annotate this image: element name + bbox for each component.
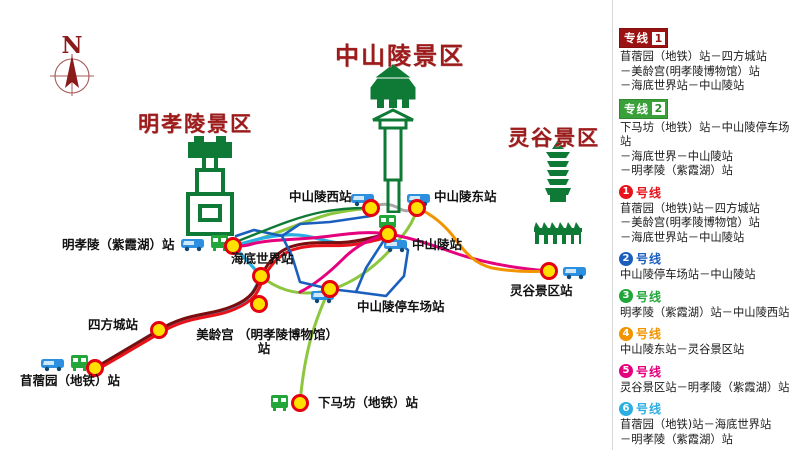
station-label-muxuyuan: 苜蓿园（地铁）站: [20, 373, 121, 388]
line-4-description: 中山陵东站－灵谷景区站: [620, 343, 745, 356]
legend-panel: 专线 1 苜蓿园（地铁）站－四方城站 －美龄宫(明孝陵博物馆）站 －海底世界站－…: [612, 0, 800, 450]
special-line-1-number: 1: [652, 31, 665, 45]
route-line-1: [93, 235, 391, 373]
legend-line-1[interactable]: 1 号线 苜蓿园（地铁)站－四方城站 －美龄宫(明孝陵博物馆）站 －海底世界站－…: [619, 184, 796, 246]
line-1-number: 1: [619, 185, 633, 199]
line-3-label: 号线: [636, 289, 663, 304]
station-label-mingxiaoling-zixiahu: 明孝陵（紫霞湖）站: [62, 237, 175, 252]
line-6-description: 苜蓿园（地铁)站－海底世界站 －明孝陵（紫霞湖）站: [620, 418, 772, 446]
route-line-green-top: [231, 206, 373, 245]
line-4-number: 4: [619, 326, 633, 341]
route-line-3b: [259, 206, 419, 295]
special-line-1-label: 专线: [624, 31, 649, 45]
route-line-2d: [234, 228, 284, 238]
line-2-number: 2: [619, 251, 633, 266]
legend-line-4[interactable]: 4 号线 中山陵东站－灵谷景区站: [619, 325, 796, 358]
station-label-zhongshanling-xi: 中山陵西站: [289, 189, 352, 204]
line-1-description: 苜蓿园（地铁)站－四方城站 －美龄宫(明孝陵博物馆）站 －海底世界站－中山陵站: [620, 201, 760, 244]
special-line-2-description: 下马坊（地铁）站－中山陵停车场站 －海底世界－中山陵站 －明孝陵（紫霞湖）站: [620, 120, 790, 178]
station-label-sifangcheng: 四方城站: [88, 317, 139, 332]
line-5-number: 5: [619, 364, 633, 378]
station-label-zhongshanling: 中山陵站: [412, 237, 463, 252]
map-canvas[interactable]: N: [0, 0, 610, 450]
station-label-linggu: 灵谷景区站: [510, 283, 573, 298]
line-2-label: 号线: [636, 252, 663, 266]
station-label-zhongshanling-parking: 中山陵停车场站: [357, 299, 445, 314]
route-line-2: [328, 232, 390, 294]
route-special-line-1: [93, 232, 390, 370]
special-line-2-label: 专线: [624, 101, 649, 116]
special-line-2-badge: 专线 2: [619, 98, 668, 119]
line-6-number: 6: [619, 401, 633, 416]
station-label-haidishijie: 海底世界站: [231, 251, 294, 266]
compass-north-label: N: [61, 32, 82, 59]
legend-special-line-1[interactable]: 专线 1 苜蓿园（地铁）站－四方城站 －美龄宫(明孝陵博物馆）站 －海底世界站－…: [619, 28, 796, 94]
scenic-title-1: 中山陵景区: [335, 41, 465, 70]
line-4-label: 号线: [636, 327, 663, 341]
station-label-zhongshanling-dong: 中山陵东站: [434, 189, 497, 204]
legend-special-line-2[interactable]: 专线 2 下马坊（地铁）站－中山陵停车场站 －海底世界－中山陵站 －明孝陵（紫霞…: [619, 98, 796, 179]
route-line-4: [415, 206, 551, 274]
legend-line-6[interactable]: 6 号线 苜蓿园（地铁)站－海底世界站 －明孝陵（紫霞湖）站: [619, 400, 796, 447]
special-line-1-description: 苜蓿园（地铁）站－四方城站 －美龄宫(明孝陵博物馆）站 －海底世界站－中山陵站: [620, 50, 767, 92]
line-1-label: 号线: [636, 185, 663, 200]
legend-line-2[interactable]: 2 号线 中山陵停车场站－中山陵站: [619, 250, 796, 283]
station-label-meilinggong: 美龄宫 （明孝陵博物馆）站: [196, 327, 332, 356]
legend-line-3[interactable]: 3 号线 明孝陵（紫霞湖）站－中山陵西站: [619, 288, 796, 321]
line-3-description: 明孝陵（紫霞湖）站－中山陵西站: [620, 305, 790, 319]
line-3-number: 3: [619, 289, 633, 303]
scenic-title-0: 明孝陵景区: [138, 111, 253, 136]
station-label-xiamafang: 下马坊（地铁）站: [318, 395, 419, 410]
line-5-description: 灵谷景区站－明孝陵（紫霞湖）站: [620, 380, 790, 394]
special-line-1-badge: 专线 1: [619, 28, 668, 48]
line-5-label: 号线: [636, 364, 663, 379]
special-line-2-number: 2: [652, 102, 665, 115]
line-6-label: 号线: [636, 402, 663, 416]
scenic-title-2: 灵谷景区: [508, 125, 600, 150]
route-lines-layer: [93, 202, 551, 405]
line-2-description: 中山陵停车场站－中山陵站: [620, 268, 756, 281]
route-line-5: [231, 231, 551, 273]
legend-line-5[interactable]: 5 号线 灵谷景区站－明孝陵（紫霞湖）站: [619, 363, 796, 396]
